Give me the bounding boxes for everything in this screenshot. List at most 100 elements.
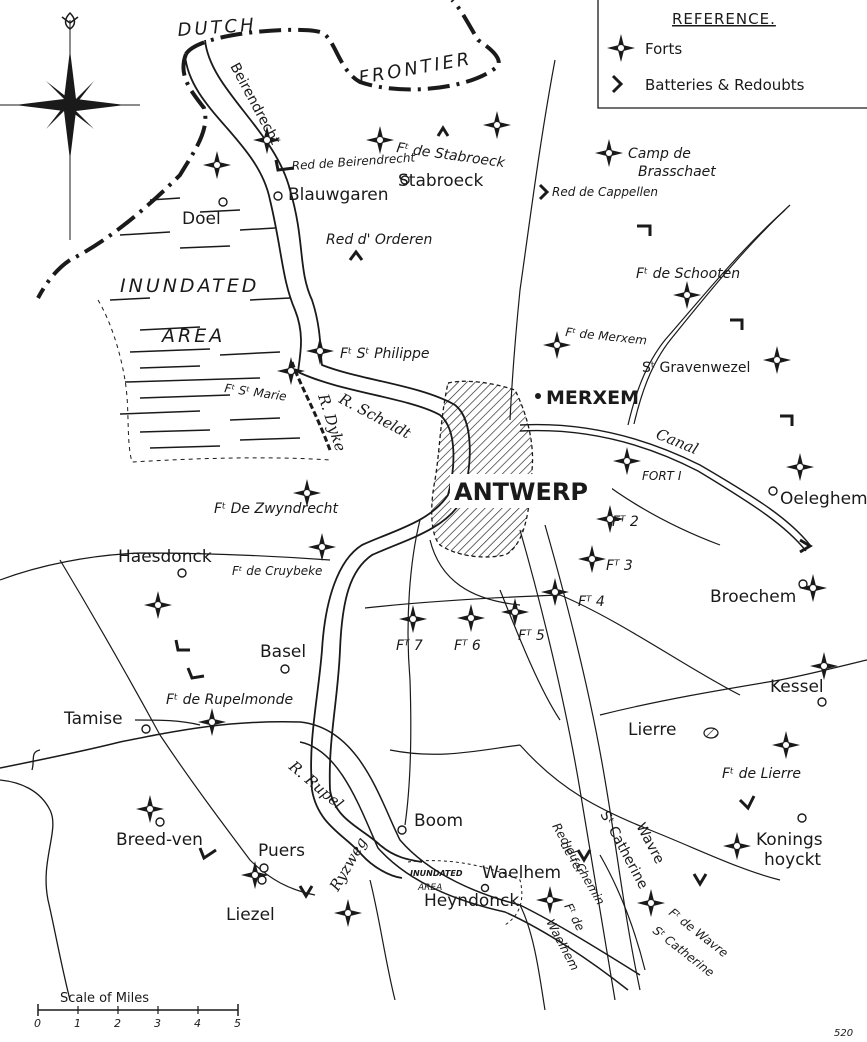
inundated-small-label-2: AREA	[417, 883, 442, 893]
battery-icon	[186, 667, 205, 680]
fort-waelhem-label-1: Fᵗ de	[561, 901, 587, 933]
place-oeleghem: Oeleghem	[780, 489, 867, 509]
inundated-small-label: INUNDATED	[410, 869, 463, 878]
legend: REFERENCE. Forts Batteries & Redoubts	[597, 0, 867, 109]
city-merxem: MERXEM	[546, 387, 639, 409]
fort-merxem-label: Fᵗ de Merxem	[565, 325, 648, 347]
battery-icon	[692, 873, 708, 887]
fort-icon	[540, 577, 570, 607]
fort-icon	[398, 604, 428, 634]
frontier-label-dutch: DUTCH	[177, 15, 257, 41]
battery-icon	[637, 224, 652, 236]
place-haesdonck: Haesdonck	[118, 547, 212, 567]
canal-label: Canal	[654, 425, 702, 458]
battery-icon	[174, 639, 190, 652]
place-boom: Boom	[414, 811, 463, 831]
fort-philippe-label: Fᵗ Sᵗ Philippe	[340, 346, 429, 362]
fort-5-label: Fᵀ 5	[518, 628, 545, 644]
fort-icon	[307, 532, 337, 562]
battery-icon	[274, 159, 295, 172]
scale-title: Scale of Miles	[60, 991, 149, 1006]
legend-battery-icon	[611, 74, 624, 94]
inundated-label-1: INUNDATED	[120, 275, 259, 297]
place-kessel: Kessel	[770, 677, 824, 697]
place-gravenwezel: Sᵗ Gravenwezel	[642, 360, 750, 376]
fort-icon	[785, 452, 815, 482]
place-stcatherine: Sᵗ Catherine	[596, 808, 650, 891]
battery-icon	[730, 318, 744, 330]
place-basel: Basel	[260, 642, 306, 662]
place-heyndonck: Heyndonck	[424, 891, 519, 911]
fort-icon	[365, 125, 395, 155]
scale-tick-4: 4	[194, 1017, 201, 1030]
place-puers: Puers	[258, 841, 305, 861]
fort-icon	[482, 110, 512, 140]
place-waelhem: Waelhem	[482, 863, 561, 883]
inundated-area-boom: INUNDATED AREA	[407, 860, 523, 926]
fort-brasschaet-label-2: Brasschaet	[638, 164, 716, 180]
battery-icon	[738, 795, 756, 811]
fort-icon	[798, 573, 828, 603]
scale-tick-0: 0	[34, 1017, 41, 1030]
redoubt-beirendrecht-label: Red de Beirendrecht	[291, 150, 417, 173]
river-rupel: R. Rupel Ryzweg	[0, 721, 641, 1001]
legend-batteries-label: Batteries & Redoubts	[645, 76, 805, 94]
fort-3-label: Fᵀ 3	[606, 558, 633, 574]
place-hoyckt: hoyckt	[764, 850, 821, 870]
scale-tick-3: 3	[154, 1017, 161, 1030]
fort-icon	[333, 898, 363, 928]
battery-icon	[576, 849, 592, 863]
fort-icon	[197, 707, 227, 737]
fort-icon	[535, 885, 565, 915]
fort-icon	[594, 138, 624, 168]
place-beirendrecht: Beirendrecht	[226, 60, 283, 147]
fort-cruybeke-label: Fᵗ de Cruybeke	[232, 564, 322, 578]
fort-marie-label: Fᵗ Sᵗ Marie	[224, 381, 288, 404]
fort-icon	[143, 590, 173, 620]
compass-rose-icon	[0, 11, 140, 240]
roads	[0, 59, 867, 1011]
battery-icon	[298, 885, 314, 899]
redoubt-orderen-label: Red d' Orderen	[326, 232, 432, 248]
fort-zwyndrecht-label: Fᵗ De Zwyndrecht	[214, 501, 339, 517]
place-tamise: Tamise	[63, 709, 123, 729]
battery-icon	[436, 125, 450, 137]
place-doel: Doel	[182, 209, 221, 229]
legend-fort-icon	[606, 33, 636, 63]
scale-tick-5: 5	[234, 1017, 241, 1030]
place-liezel: Liezel	[226, 905, 275, 925]
place-broechem: Broechem	[710, 587, 796, 607]
fort-4-label: Fᵀ 4	[578, 594, 605, 610]
fort-7-label: Fᵀ 7	[396, 638, 423, 654]
fort-icon	[456, 603, 486, 633]
inundated-label-2: AREA	[160, 325, 225, 347]
scale-tick-1: 1	[74, 1017, 81, 1030]
battery-icon	[538, 183, 550, 201]
inundated-area: INUNDATED AREA	[97, 197, 331, 463]
fort-icon	[612, 446, 642, 476]
fort-schooten-label: Fᵗ de Schooten	[636, 266, 740, 282]
place-konings: Konings	[756, 830, 823, 850]
scale-of-miles: Scale of Miles 0 1 2 3 4 5	[34, 991, 241, 1030]
fort-icon	[762, 345, 792, 375]
scale-tick-2: 2	[114, 1017, 121, 1030]
legend-forts-label: Forts	[645, 40, 682, 58]
river-scheldt-label: R. Scheldt	[335, 389, 414, 443]
fort-icon	[771, 730, 801, 760]
fort-rupelmonde-label: Fᵗ de Rupelmonde	[166, 692, 293, 708]
fort-icon	[305, 336, 335, 366]
place-blauwgaren: Blauwgaren	[288, 185, 389, 205]
fort-1-label: FORT I	[642, 469, 682, 483]
fort-icon	[672, 280, 702, 310]
fort-2-label: Fᵀ 2	[612, 514, 639, 530]
battery-icon	[198, 847, 217, 861]
river-ryzweg-label: Ryzweg	[325, 834, 370, 895]
battery-icon	[348, 249, 364, 261]
fort-icon	[577, 544, 607, 574]
fort-brasschaet-label-1: Camp de	[628, 146, 691, 162]
place-lierre: Lierre	[628, 720, 676, 740]
legend-title: REFERENCE.	[672, 10, 776, 28]
battery-icon	[799, 538, 813, 554]
fort-6-label: Fᵀ 6	[454, 638, 481, 654]
place-stabroeck: Stabroeck	[398, 171, 483, 191]
